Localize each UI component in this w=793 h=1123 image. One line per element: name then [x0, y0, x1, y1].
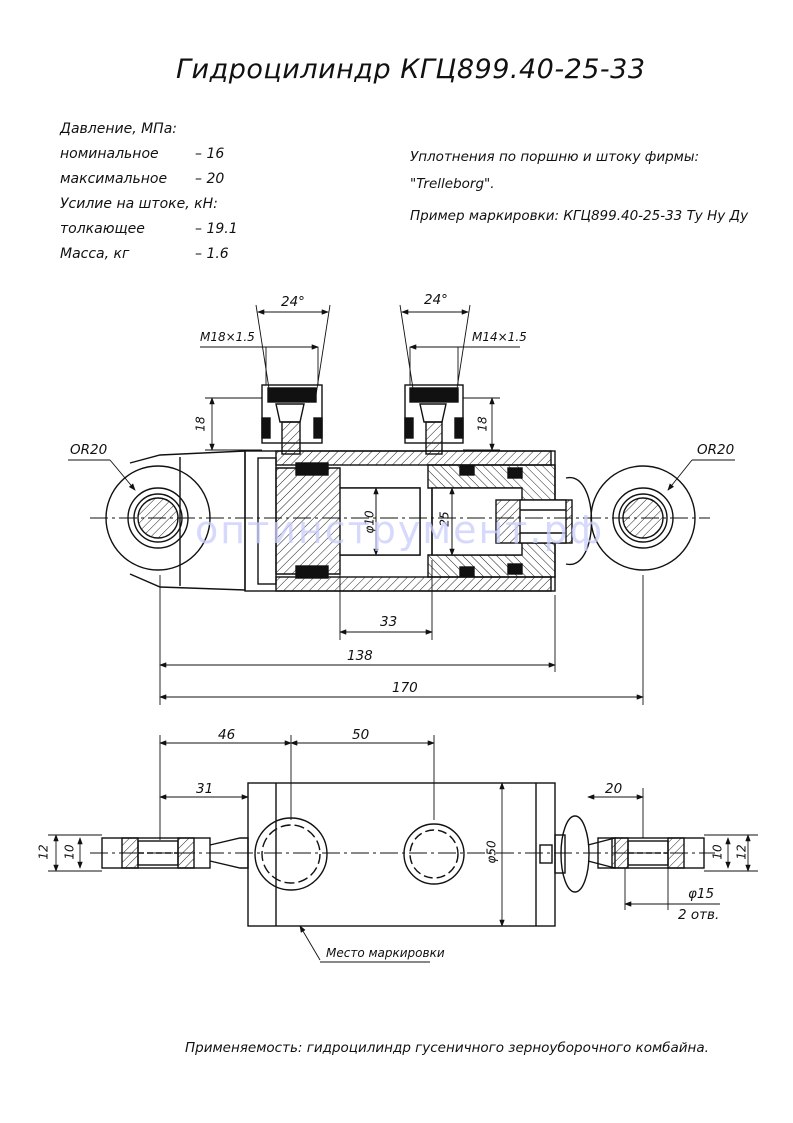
spec-force-header: Усилие на штоке, кН:	[60, 196, 218, 212]
spec-nominal-label: номинальное	[60, 146, 159, 162]
spec-pressure-header: Давление, МПа:	[60, 121, 177, 137]
spec-nominal-value: – 16	[195, 146, 225, 162]
dim-eye-thick-outer-left: 12	[36, 844, 51, 860]
dim-radius-right: OR20	[697, 442, 735, 458]
dim-eye-thick-inner-left: 10	[62, 844, 77, 860]
spec-max-label: максимальное	[60, 171, 168, 187]
bottom-view	[101, 782, 705, 927]
dim-thread-right: M14×1.5	[472, 330, 527, 344]
spec-push-value: – 19.1	[195, 221, 238, 237]
dim-closed-length: 138	[347, 648, 373, 664]
dim-stroke: 33	[380, 614, 398, 630]
dim-port-spacing: 50	[352, 727, 370, 743]
dim-hole-dia: φ15	[688, 886, 715, 902]
note-seals-line1: Уплотнения по поршню и штоку фирмы:	[410, 149, 700, 165]
top-view-dimensions	[68, 304, 735, 705]
dim-eye-offset: 31	[196, 781, 214, 797]
dim-total-length: 170	[392, 680, 418, 696]
note-marking-example: Пример маркировки: КГЦ899.40-25-33 Ту Ну…	[410, 208, 749, 224]
dim-eye-thick-inner-right: 10	[710, 844, 725, 860]
note-seals-line2: "Trelleborg".	[410, 176, 495, 192]
dim-angle-right: 24°	[424, 292, 448, 308]
port-left	[261, 384, 323, 455]
spec-push-label: толкающее	[60, 221, 145, 237]
spec-max-value: – 20	[195, 171, 225, 187]
port-right	[404, 384, 464, 455]
dim-port-offset: 46	[218, 727, 236, 743]
dim-body-dia: φ50	[484, 840, 499, 864]
marking-place-label: Место маркировки	[326, 946, 445, 960]
drawing-title: Гидроцилиндр КГЦ899.40-25-33	[176, 54, 646, 85]
dim-eye-offset-right: 20	[605, 781, 623, 797]
spec-mass-value: – 1.6	[195, 246, 229, 262]
watermark: оптинструмент.рф	[195, 508, 605, 552]
applicability-footer: Применяемость: гидроцилиндр гусеничного …	[185, 1040, 709, 1056]
dim-port-height-right: 18	[475, 416, 490, 432]
spec-mass-label: Масса, кг	[60, 246, 130, 262]
dim-port-height-left: 18	[193, 416, 208, 432]
dim-angle-left: 24°	[281, 294, 305, 310]
dim-hole-count: 2 отв.	[678, 907, 720, 923]
cylinder-body	[244, 450, 593, 592]
bottom-view-dimensions	[48, 735, 758, 963]
dim-thread-left: M18×1.5	[200, 330, 255, 344]
dim-eye-thick-outer-right: 12	[734, 844, 749, 860]
dim-radius-left: OR20	[70, 442, 108, 458]
